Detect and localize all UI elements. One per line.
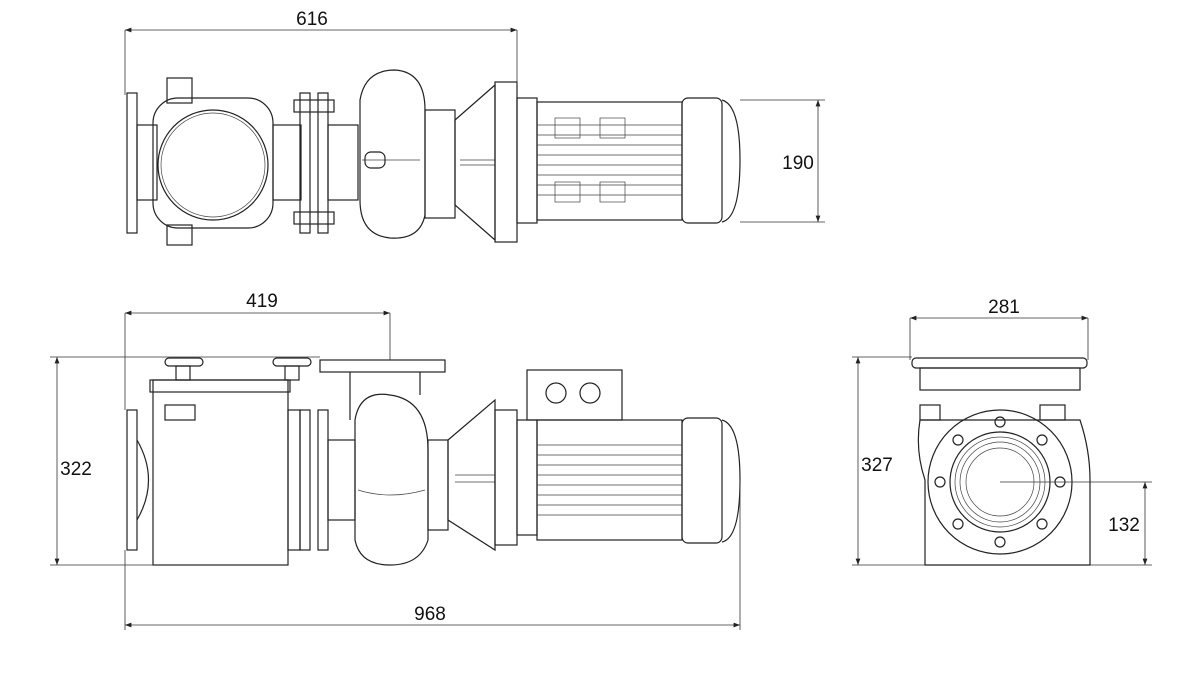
dimension-419: 419 (124, 291, 391, 410)
dim-label-322: 322 (60, 459, 92, 480)
top-view (126, 69, 741, 246)
dim-label-616: 616 (296, 9, 328, 30)
dim-label-132: 132 (1108, 515, 1140, 536)
dimension-616: 616 (124, 9, 518, 95)
dim-label-327: 327 (861, 455, 893, 476)
dimension-281: 281 (909, 297, 1089, 360)
dimension-132: 132 (1000, 481, 1152, 566)
end-view (911, 357, 1091, 566)
side-view (126, 357, 741, 566)
dim-label-281: 281 (988, 297, 1020, 318)
dimension-322: 322 (50, 356, 320, 566)
dim-label-968: 968 (414, 604, 446, 625)
dim-label-190: 190 (782, 153, 814, 174)
dim-label-419: 419 (246, 291, 278, 312)
dimension-968: 968 (124, 480, 741, 630)
dimension-327: 327 (852, 356, 925, 566)
dimension-190: 190 (740, 99, 825, 223)
